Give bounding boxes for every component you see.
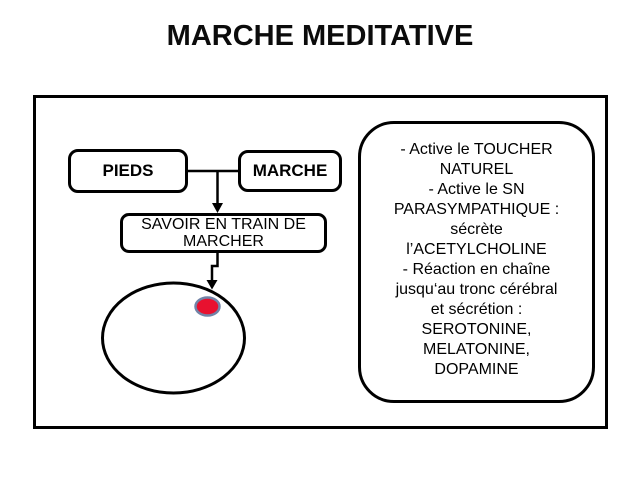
node-pieds: PIEDS bbox=[68, 149, 188, 193]
node-marche-label: MARCHE bbox=[252, 161, 328, 180]
info-line: - Active le TOUCHER bbox=[400, 141, 553, 158]
info-line: - Réaction en chaîne bbox=[402, 261, 551, 278]
node-pieds-label: PIEDS bbox=[102, 161, 154, 180]
info-line: l’ACETYLCHOLINE bbox=[406, 241, 547, 258]
info-line: et sécrétion : bbox=[430, 301, 523, 318]
page-title: MARCHE MEDITATIVE bbox=[166, 20, 474, 52]
info-line: jusqu‘au tronc cérébral bbox=[395, 281, 558, 298]
node-savoir-label: SAVOIR EN TRAIN DE MARCHER bbox=[141, 216, 306, 250]
node-marche: MARCHE bbox=[238, 150, 342, 192]
info-line: sécrète bbox=[450, 221, 503, 238]
info-line: DOPAMINE bbox=[434, 361, 519, 378]
info-line: NATUREL bbox=[439, 161, 514, 178]
info-line: PARASYMPATHIQUE : bbox=[393, 201, 560, 218]
node-savoir: SAVOIR EN TRAIN DE MARCHER bbox=[120, 213, 327, 253]
info-box: - Active le TOUCHER NATUREL - Active le SN… bbox=[358, 121, 595, 403]
info-line: SEROTONINE, bbox=[421, 321, 532, 338]
info-line: - Active le SN bbox=[428, 181, 525, 198]
info-line: MELATONINE, bbox=[423, 341, 530, 358]
